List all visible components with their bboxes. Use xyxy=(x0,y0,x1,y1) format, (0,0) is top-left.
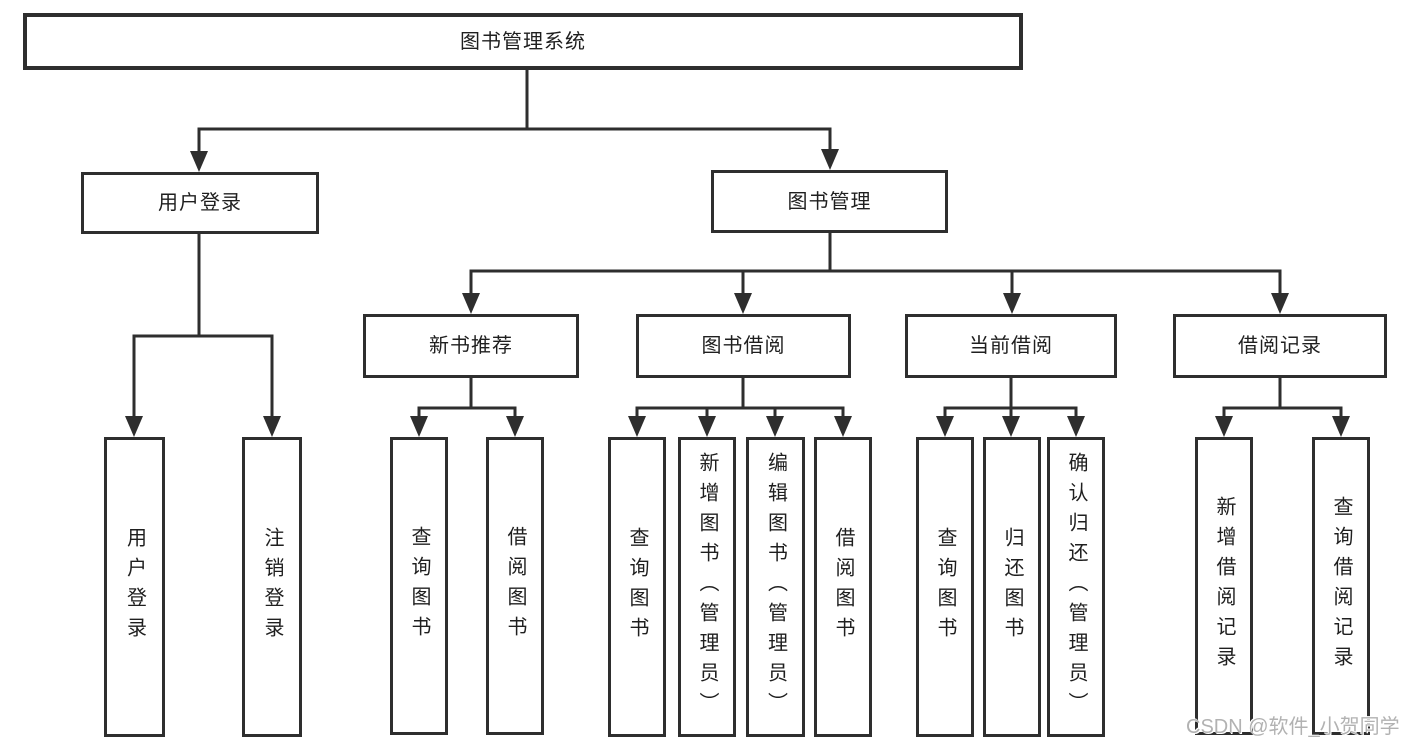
node-label: 确认归还（管理员） xyxy=(1065,452,1087,722)
node-label: 查询图书 xyxy=(626,527,648,647)
node-label: 用户登录 xyxy=(123,527,146,647)
arrowhead xyxy=(506,416,524,437)
leaf-add-books-admin: 新增图书（管理员） xyxy=(678,437,736,737)
node-root-system: 图书管理系统 xyxy=(23,13,1023,70)
connector-user-login-branch xyxy=(125,234,281,437)
node-book-borrow: 图书借阅 xyxy=(636,314,851,378)
node-new-book-recommend: 新书推荐 xyxy=(363,314,579,378)
connector-book-mgmt-to-modules xyxy=(462,233,1289,314)
node-label: 图书管理 xyxy=(787,190,872,213)
leaf-confirm-return-admin: 确认归还（管理员） xyxy=(1047,437,1105,737)
node-label: 查询借阅记录 xyxy=(1330,496,1352,676)
leaf-return-books: 归还图书 xyxy=(983,437,1041,737)
node-label: 新增借阅记录 xyxy=(1213,496,1235,676)
arrowhead xyxy=(1003,293,1021,314)
connector-root-to-level2 xyxy=(190,70,839,172)
arrowhead xyxy=(766,416,784,437)
leaf-user-login: 用户登录 xyxy=(104,437,165,737)
node-label: 当前借阅 xyxy=(969,335,1053,357)
arrowhead xyxy=(834,416,852,437)
node-user-login: 用户登录 xyxy=(81,172,319,234)
leaf-edit-books-admin: 编辑图书（管理员） xyxy=(746,437,805,737)
leaf-query-books-1: 查询图书 xyxy=(390,437,448,735)
node-label: 新书推荐 xyxy=(429,335,513,357)
node-label: 新增图书（管理员） xyxy=(696,452,718,722)
connector-new-books-branch xyxy=(410,378,524,437)
node-label: 用户登录 xyxy=(158,192,242,214)
leaf-query-books-2: 查询图书 xyxy=(608,437,666,737)
leaf-query-books-3: 查询图书 xyxy=(916,437,974,737)
node-label: 借阅图书 xyxy=(832,527,854,647)
csdn-watermark: CSDN @软件_小贺同学 xyxy=(1186,716,1400,738)
node-label: 图书管理系统 xyxy=(460,30,586,53)
arrowhead xyxy=(190,151,208,172)
node-book-management: 图书管理 xyxy=(711,170,948,233)
arrowhead xyxy=(263,416,281,437)
connector-current-borrow-branch xyxy=(936,378,1085,437)
arrowhead xyxy=(1215,416,1233,437)
node-current-borrow: 当前借阅 xyxy=(905,314,1117,378)
arrowhead xyxy=(698,416,716,437)
leaf-logout: 注销登录 xyxy=(242,437,302,737)
connector-book-borrow-branch xyxy=(628,378,852,437)
arrowhead xyxy=(1271,293,1289,314)
node-label: 注销登录 xyxy=(261,527,283,647)
arrowhead xyxy=(734,293,752,314)
connector-borrow-records-branch xyxy=(1215,378,1350,437)
node-label: 图书借阅 xyxy=(701,335,786,357)
arrowhead xyxy=(410,416,428,437)
leaf-borrow-books-1: 借阅图书 xyxy=(486,437,544,735)
node-label: 查询图书 xyxy=(408,526,430,646)
node-borrow-records: 借阅记录 xyxy=(1173,314,1387,378)
arrowhead xyxy=(1002,416,1020,437)
node-label: 编辑图书（管理员） xyxy=(764,452,787,722)
arrowhead xyxy=(1067,416,1085,437)
arrowhead xyxy=(628,416,646,437)
arrowhead xyxy=(821,149,839,170)
node-label: 借阅记录 xyxy=(1238,335,1322,357)
node-label: 归还图书 xyxy=(1001,527,1023,647)
arrowhead xyxy=(462,293,480,314)
arrowhead xyxy=(936,416,954,437)
arrowhead xyxy=(125,416,143,437)
leaf-add-borrow-record: 新增借阅记录 xyxy=(1195,437,1253,735)
leaf-borrow-books-2: 借阅图书 xyxy=(814,437,872,737)
leaf-query-borrow-record: 查询借阅记录 xyxy=(1312,437,1370,735)
arrowhead xyxy=(1332,416,1350,437)
node-label: 借阅图书 xyxy=(504,526,526,646)
node-label: 查询图书 xyxy=(934,527,956,647)
